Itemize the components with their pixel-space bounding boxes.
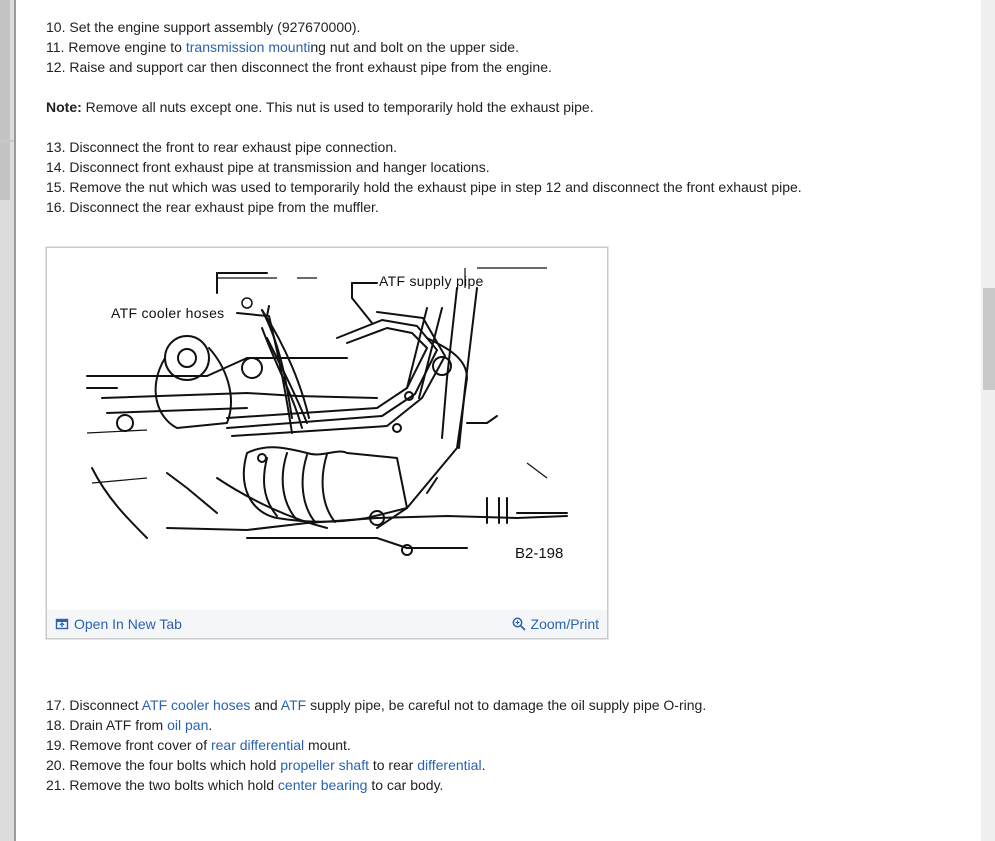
- left-sidebar-gutter: [0, 0, 14, 841]
- step-19: 19. Remove front cover of rear different…: [46, 737, 351, 753]
- link-propeller-shaft[interactable]: propeller shaft: [280, 757, 369, 773]
- link-atf-cooler-hoses[interactable]: ATF cooler hoses: [141, 697, 251, 713]
- zoom-icon: [512, 617, 526, 631]
- label-atf-supply-pipe: ATF supply pipe: [379, 273, 484, 289]
- open-new-tab-link[interactable]: Open In New Tab: [47, 614, 190, 634]
- left-panel-border: [14, 0, 16, 841]
- step-15: 15. Remove the nut which was used to tem…: [46, 179, 802, 195]
- step-20: 20. Remove the four bolts which hold pro…: [46, 757, 486, 773]
- step-12: 12. Raise and support car then disconnec…: [46, 59, 552, 75]
- transmission-diagram: ATF cooler hoses ATF supply pipe B2-198: [86, 267, 568, 562]
- right-scrollbar-track[interactable]: [981, 0, 995, 841]
- step-14: 14. Disconnect front exhaust pipe at tra…: [46, 159, 490, 175]
- label-atf-cooler-hoses: ATF cooler hoses: [111, 305, 224, 321]
- left-scrollbar-thumb[interactable]: [0, 0, 10, 200]
- step-16: 16. Disconnect the rear exhaust pipe fro…: [46, 199, 379, 215]
- step-11: 11. Remove engine to transmission mounti…: [46, 39, 519, 55]
- link-oil-pan[interactable]: oil pan: [167, 717, 209, 733]
- steps-bottom: 17. Disconnect ATF cooler hoses and ATF …: [46, 695, 976, 795]
- diagram-figure: ATF cooler hoses ATF supply pipe B2-198 …: [46, 247, 608, 639]
- figure-code: B2-198: [515, 545, 563, 562]
- step-18: 18. Drain ATF from oil pan.: [46, 717, 213, 733]
- link-atf[interactable]: ATF: [280, 697, 307, 713]
- article-content: 10. Set the engine support assembly (927…: [46, 0, 976, 795]
- note-label: Note:: [46, 99, 82, 115]
- note-paragraph: Note: Remove all nuts except one. This n…: [46, 97, 976, 117]
- figure-toolbar: Open In New Tab Zoom/Print: [47, 610, 607, 638]
- step-21: 21. Remove the two bolts which hold cent…: [46, 777, 444, 793]
- left-gutter-marker: [0, 140, 14, 142]
- zoom-print-label: Zoom/Print: [530, 616, 599, 632]
- open-new-tab-label: Open In New Tab: [74, 616, 182, 632]
- note-text: Remove all nuts except one. This nut is …: [81, 99, 594, 115]
- open-new-tab-icon: [55, 617, 69, 631]
- link-transmission-mount[interactable]: transmission mounti: [185, 39, 311, 55]
- step-17: 17. Disconnect ATF cooler hoses and ATF …: [46, 697, 707, 713]
- zoom-print-link[interactable]: Zoom/Print: [504, 614, 607, 634]
- right-scrollbar-thumb[interactable]: [983, 288, 995, 390]
- step-13: 13. Disconnect the front to rear exhaust…: [46, 139, 397, 155]
- link-rear-differential[interactable]: rear differential: [210, 737, 305, 753]
- step-10: 10. Set the engine support assembly (927…: [46, 19, 361, 35]
- link-differential[interactable]: differential: [417, 757, 482, 773]
- link-center-bearing[interactable]: center bearing: [277, 777, 368, 793]
